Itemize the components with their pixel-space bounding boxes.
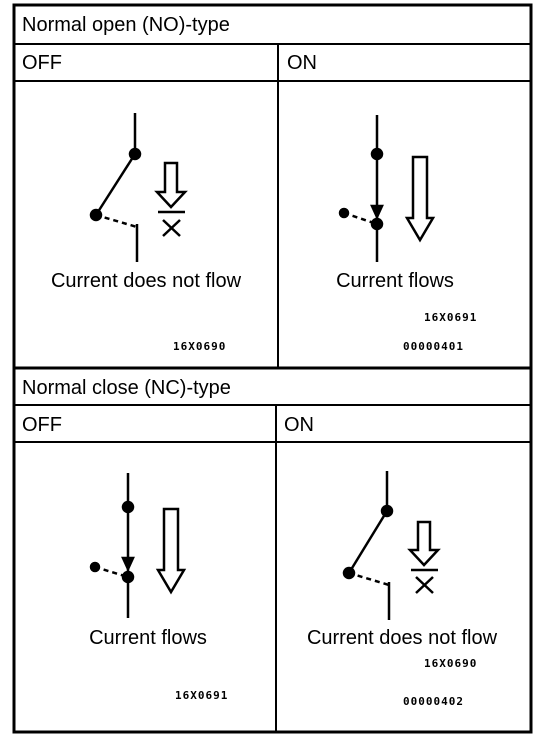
nc-off-caption: Current flows <box>89 627 207 649</box>
no-off-label: OFF <box>22 52 62 74</box>
current-arrow <box>154 161 188 209</box>
flow-arrowhead <box>121 556 135 573</box>
nc-type-title: Normal close (NC)-type <box>22 377 231 399</box>
no-off-figure-code: 16X0690 <box>173 340 227 353</box>
no-type-title: Normal open (NO)-type <box>22 14 230 36</box>
switch-blade <box>347 510 389 574</box>
idle-link <box>94 565 129 579</box>
contact-point <box>121 500 135 514</box>
nc-off-label: OFF <box>22 414 62 436</box>
no-on-figure-code: 16X0691 <box>424 311 478 324</box>
current-flow-arrow-icon <box>404 155 436 243</box>
switch-blade <box>94 153 137 216</box>
no-on-caption: Current flows <box>336 270 454 292</box>
no-on-label: ON <box>287 52 317 74</box>
nc-on-switch-symbol <box>342 471 394 620</box>
nc-off-switch-symbol <box>89 473 135 618</box>
nc-doc-code: 00000402 <box>403 695 464 708</box>
open-gap <box>348 571 390 587</box>
open-gap <box>95 213 138 229</box>
nc-off-figure-code: 16X0691 <box>175 689 229 702</box>
cross-mark <box>162 219 181 237</box>
table-grid <box>12 3 533 734</box>
current-arrow <box>155 507 187 595</box>
current-flow-arrow-icon <box>155 507 187 595</box>
no-off-switch-symbol <box>89 113 142 262</box>
cross-mark <box>415 576 434 594</box>
nc-on-label: ON <box>284 414 314 436</box>
nc-on-caption: Current does not flow <box>306 627 498 649</box>
blocked-current-icon <box>407 520 441 594</box>
current-arrow <box>407 520 441 567</box>
nc-on-figure-code: 16X0690 <box>424 657 478 670</box>
no-doc-code: 00000401 <box>403 340 464 353</box>
blocked-current-icon <box>154 161 188 237</box>
idle-link <box>343 211 378 226</box>
no-on-switch-symbol <box>338 115 384 262</box>
flow-arrowhead <box>370 204 384 221</box>
no-off-caption: Current does not flow <box>50 270 242 292</box>
current-arrow <box>404 155 436 243</box>
contact-point <box>370 147 384 161</box>
